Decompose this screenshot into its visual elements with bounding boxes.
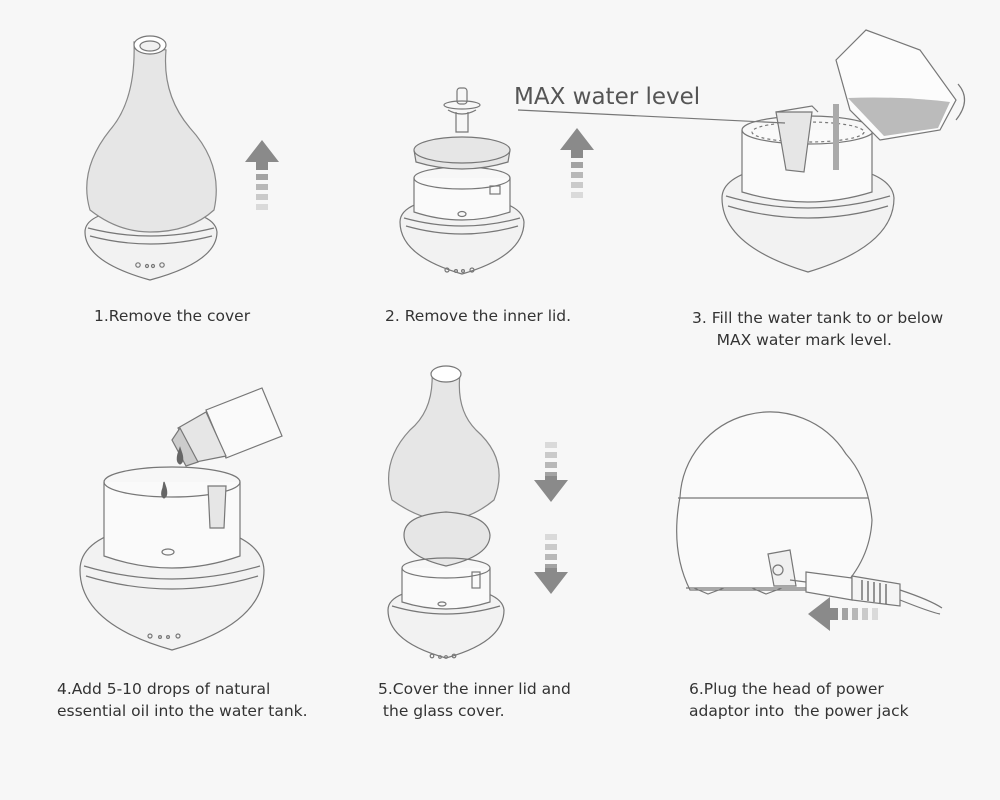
step-6-caption: 6.Plug the head of power adaptor into th… bbox=[689, 678, 909, 722]
step-3-caption: 3. Fill the water tank to or below MAX w… bbox=[692, 307, 943, 351]
arrow-left-icon bbox=[808, 597, 878, 631]
max-water-level-label: MAX water level bbox=[514, 84, 701, 110]
step4-add-oil-illustration bbox=[79, 387, 283, 651]
arrow-down-icon bbox=[534, 534, 568, 594]
oil-bottle-icon bbox=[161, 387, 283, 499]
step6-power-jack-illustration bbox=[676, 411, 943, 615]
step5-assemble-illustration bbox=[387, 365, 505, 659]
step-4-line-2: essential oil into the water tank. bbox=[57, 702, 308, 720]
step3-fill-tank-illustration bbox=[721, 29, 966, 273]
step-5-line-1: 5.Cover the inner lid and bbox=[378, 680, 571, 698]
step-5-line-2: the glass cover. bbox=[378, 702, 505, 720]
jug-icon bbox=[833, 29, 966, 170]
step-2-caption: 2. Remove the inner lid. bbox=[385, 305, 571, 327]
step-3-line-2: MAX water mark level. bbox=[692, 331, 892, 349]
step-1-caption: 1.Remove the cover bbox=[94, 305, 250, 327]
step-3-line-1: 3. Fill the water tank to or below bbox=[692, 309, 944, 327]
step-6-line-1: 6.Plug the head of power bbox=[689, 680, 884, 698]
arrow-down-icon bbox=[534, 442, 568, 502]
step-5-caption: 5.Cover the inner lid and the glass cove… bbox=[378, 678, 571, 722]
step-2-line-1: 2. Remove the inner lid. bbox=[385, 307, 572, 325]
step-4-line-1: 4.Add 5-10 drops of natural bbox=[57, 680, 271, 698]
step-6-line-2: adaptor into the power jack bbox=[689, 702, 909, 720]
step-1-line-1: 1.Remove the cover bbox=[94, 307, 251, 325]
step-4-caption: 4.Add 5-10 drops of natural essential oi… bbox=[57, 678, 308, 722]
arrow-up-icon bbox=[245, 140, 279, 210]
step2-inner-lid-illustration bbox=[399, 87, 525, 275]
step1-diffuser-illustration bbox=[84, 35, 218, 281]
arrow-up-icon bbox=[560, 128, 594, 198]
power-plug-icon bbox=[789, 571, 943, 615]
